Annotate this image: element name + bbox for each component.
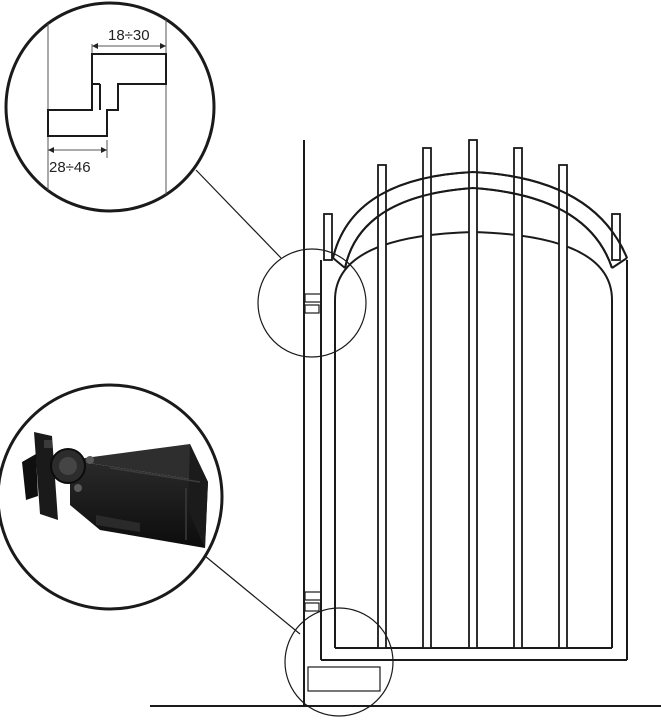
hinge-closer-image [22, 432, 208, 548]
gate-bar [468, 139, 478, 649]
dimension-lower: 28÷46 [49, 159, 91, 176]
ground-closer [307, 666, 381, 692]
top-detail-callout: 18÷30 28÷46 [4, 1, 216, 213]
bottom-hinge [304, 591, 322, 601]
gate-bar [558, 164, 568, 649]
top-hinge [304, 293, 322, 303]
gate-bar [422, 147, 432, 649]
gate-bar [377, 164, 387, 649]
bottom-leader-line [204, 555, 301, 635]
dimension-upper: 18÷30 [108, 27, 150, 44]
top-leader-line [195, 169, 282, 259]
gate-bar-end [323, 213, 333, 261]
gate [304, 139, 628, 692]
bottom-detail-callout [0, 383, 224, 611]
bottom-closer-highlight [284, 607, 394, 717]
gate-bar [513, 147, 523, 649]
top-hinge-highlight [257, 248, 367, 358]
